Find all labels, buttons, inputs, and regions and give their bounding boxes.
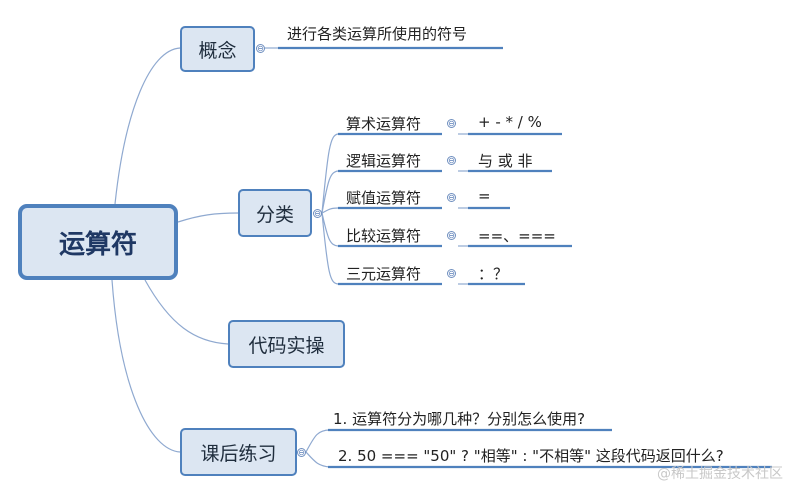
link-root-class — [177, 212, 239, 223]
watermark: @稀土掘金技术社区 — [657, 466, 783, 482]
class-item-arithmetic[interactable]: 算术运算符 — [346, 115, 422, 133]
link-class-3 — [321, 212, 339, 247]
node-classification[interactable]: 分类 — [238, 189, 312, 237]
collapse-toggle-logic-icon[interactable]: ⊖ — [447, 156, 456, 165]
root-node-operators[interactable]: 运算符 — [18, 204, 178, 280]
class-item-ternary[interactable]: 三元运算符 — [346, 265, 422, 283]
link-class-2 — [321, 207, 339, 214]
link-class-1 — [321, 170, 339, 214]
link-hw-0 — [305, 429, 331, 453]
concept-description: 进行各类运算所使用的符号 — [287, 25, 468, 43]
homework-question-1: 1. 运算符分为哪几种？分别怎么使用? — [333, 410, 586, 428]
collapse-toggle-concept-icon[interactable]: ⊖ — [256, 44, 265, 53]
symbols-logical: 与 或 非 — [478, 152, 533, 170]
collapse-toggle-classification-icon[interactable]: ⊖ — [313, 209, 322, 218]
collapse-toggle-arith-icon[interactable]: ⊖ — [447, 119, 456, 128]
symbols-ternary: ：？ — [478, 265, 509, 283]
node-homework[interactable]: 课后练习 — [180, 428, 297, 476]
collapse-toggle-assign-icon[interactable]: ⊖ — [447, 193, 456, 202]
link-class-4 — [321, 212, 339, 285]
node-concept[interactable]: 概念 — [180, 26, 255, 72]
collapse-toggle-compare-icon[interactable]: ⊖ — [447, 231, 456, 240]
collapse-toggle-ternary-icon[interactable]: ⊖ — [447, 269, 456, 278]
symbols-arithmetic: + - * / % — [478, 113, 542, 131]
class-item-logical[interactable]: 逻辑运算符 — [346, 152, 422, 170]
link-root-homework — [111, 279, 181, 453]
class-item-comparison[interactable]: 比较运算符 — [346, 227, 422, 245]
node-code-practice[interactable]: 代码实操 — [228, 320, 345, 368]
link-root-concept — [114, 47, 181, 205]
link-root-code — [144, 279, 229, 345]
homework-question-2: 2. 50 === "50" ? "相等" : "不相等" 这段代码返回什么? — [338, 447, 724, 465]
symbols-comparison: ==、=== — [478, 227, 556, 245]
link-class-0 — [321, 133, 339, 214]
link-hw-1 — [305, 451, 331, 468]
class-item-assignment[interactable]: 赋值运算符 — [346, 189, 422, 207]
symbols-assignment: = — [478, 187, 491, 205]
collapse-toggle-homework-icon[interactable]: ⊖ — [297, 448, 306, 457]
